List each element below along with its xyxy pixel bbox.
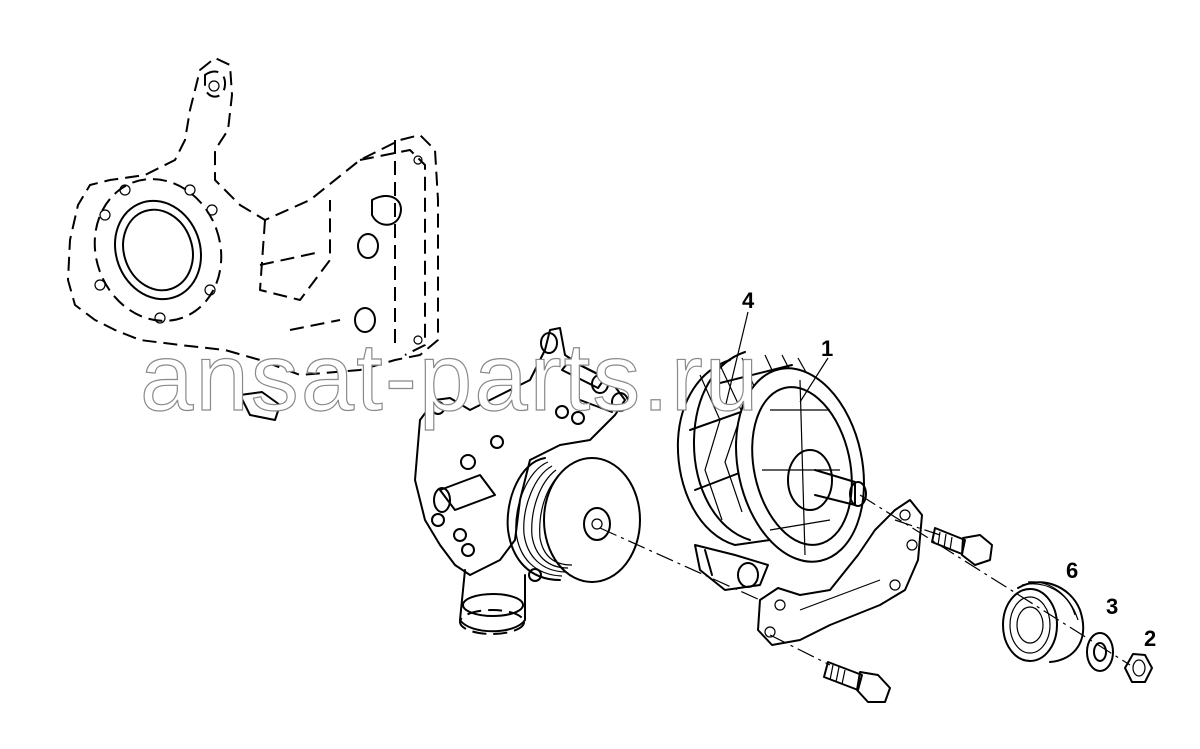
nut	[1124, 653, 1153, 683]
washer	[1086, 632, 1114, 672]
centerline-pump-shaft	[599, 527, 761, 601]
watermark-text: ansat-parts.ru	[140, 324, 760, 431]
leader-1	[799, 357, 829, 403]
callout-2: 2	[1144, 626, 1156, 651]
centerline-upper-bolt	[894, 519, 941, 536]
centerline-lower-bolt	[769, 634, 831, 666]
callout-1: 1	[821, 336, 833, 361]
bolt-upper	[931, 527, 993, 566]
alternator	[676, 351, 867, 591]
alternator-bracket	[757, 499, 923, 646]
callout-4: 4	[742, 288, 755, 313]
water-pump-pulley	[506, 457, 641, 583]
engine-front-cover	[67, 57, 439, 421]
pulley	[1002, 581, 1085, 663]
water-pump	[414, 327, 641, 635]
bolt-lower	[823, 661, 891, 703]
alternator-body	[694, 367, 867, 591]
callout-6: 6	[1066, 558, 1078, 583]
callout-3: 3	[1106, 594, 1118, 619]
leader-4	[724, 311, 749, 409]
centerline-alternator-shaft	[859, 494, 1131, 666]
